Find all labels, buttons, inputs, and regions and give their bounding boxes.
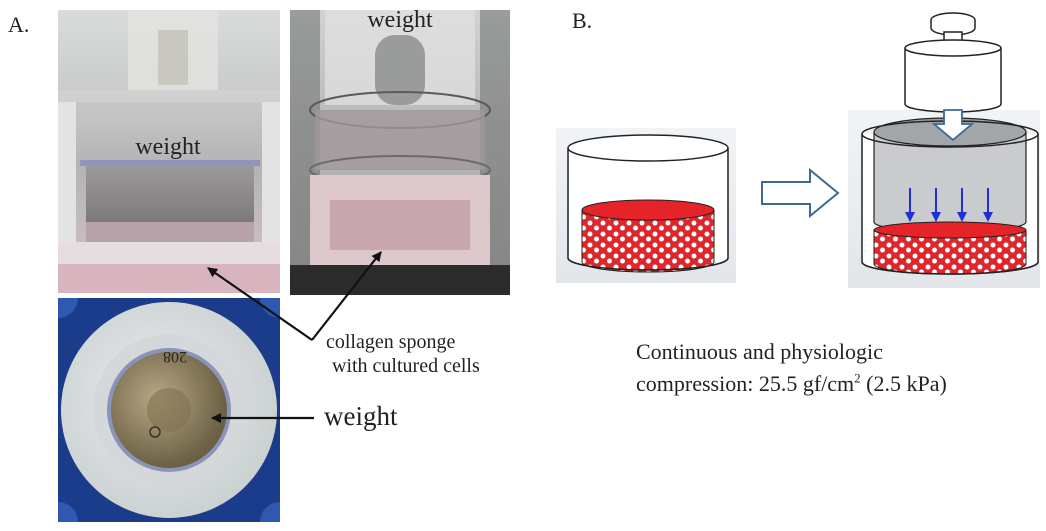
- caption-superscript: 2: [854, 370, 861, 386]
- force-arrows: [905, 188, 993, 222]
- photo2-weight-label: weight: [367, 10, 433, 33]
- caption-line-2: compression: 25.5 gf/cm2 (2.5 kPa): [636, 368, 947, 400]
- well-before-compression: [556, 128, 736, 283]
- caption-line-2-end: (2.5 kPa): [860, 370, 947, 396]
- annotation-sponge-line2: with cultured cells: [332, 355, 480, 377]
- panel-b-label: B.: [572, 8, 593, 33]
- annotation-weight: weight: [324, 401, 398, 431]
- transition-arrow: [761, 167, 840, 219]
- sponge-before: [581, 199, 715, 273]
- annotation-sponge-line1: collagen sponge: [326, 331, 456, 353]
- arrow-to-sponge-right: [311, 251, 382, 341]
- compression-caption: Continuous and physiologic compression: …: [636, 336, 947, 400]
- arrow-to-sponge-left: [207, 267, 313, 341]
- annotation-sponge: collagen sponge with cultured cells: [326, 330, 480, 378]
- load-down-arrow: [931, 109, 975, 142]
- caption-line-1: Continuous and physiologic: [636, 339, 883, 364]
- weight-icon: [904, 12, 1002, 113]
- compression-diagram: [556, 12, 1040, 288]
- caption-line-2-main: compression: 25.5 gf/cm: [636, 370, 855, 396]
- photo-side-view-2: weight: [290, 10, 510, 295]
- photo-top-view: 208: [58, 298, 280, 522]
- weight-engraving: 208: [163, 348, 187, 365]
- sponge-compressed: [873, 221, 1027, 275]
- well-under-compression: [848, 12, 1040, 288]
- photo-side-view-1: weight: [58, 10, 280, 293]
- panel-a-label: A.: [8, 12, 30, 37]
- photo1-weight-label: weight: [135, 134, 201, 160]
